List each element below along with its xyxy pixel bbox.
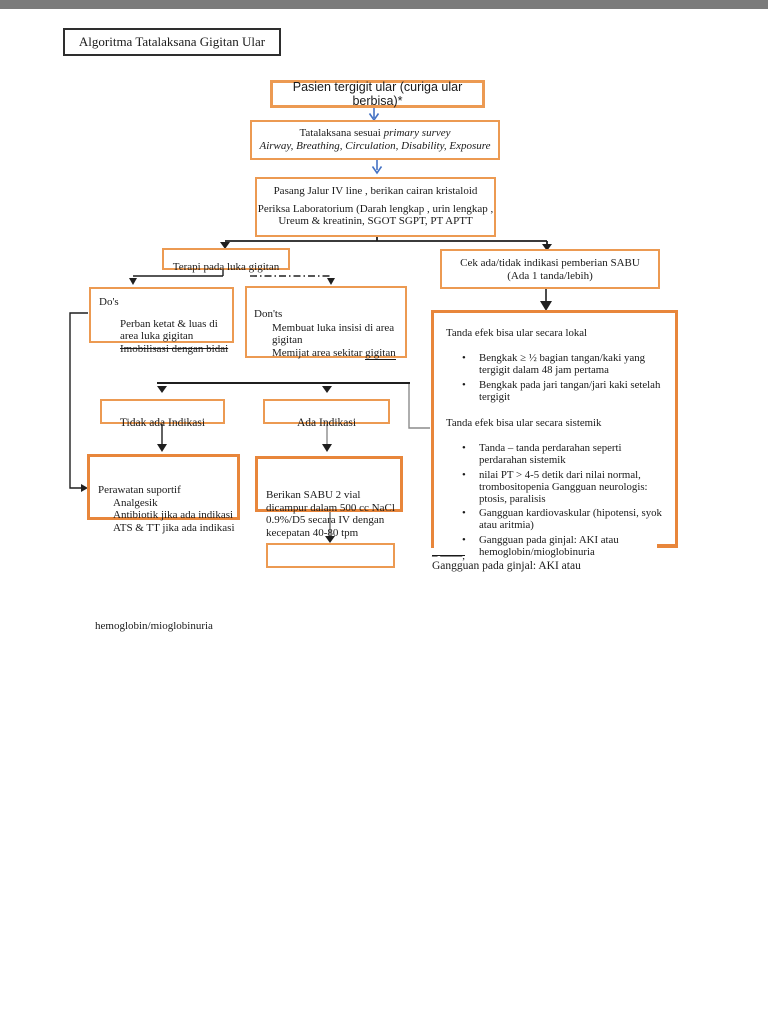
route-criteria-to-splitter (408, 384, 430, 429)
primary-survey-line1-normal: Tatalaksana sesuai (299, 127, 384, 139)
iv-lab-line2: Periksa Laboratorium (Darah lengkap , ur… (257, 202, 494, 215)
donts-heading: Don'ts (254, 308, 283, 320)
primary-survey-line1: Tatalaksana sesuai primary survey (252, 127, 498, 140)
supportive-item-1: Analgesik (113, 496, 158, 509)
node-patient-label: Pasien tergigit ular (curiga ular berbis… (292, 80, 463, 108)
node-iv-lab: Pasang Jalur IV line , berikan cairan kr… (255, 177, 496, 237)
wound-care-label: Terapi pada luka gigitan (172, 261, 280, 273)
arrow-patient-to-survey (368, 107, 380, 122)
supportive-line1: Perawatan suportif (98, 484, 181, 496)
supportive-item-3: ATS & TT jika ada indikasi (113, 521, 235, 534)
primary-survey-line1-italic: primary survey (383, 127, 451, 139)
supportive-item-2: Antibiotik jika ada indikasi (113, 509, 234, 521)
sabu-dose-text: Berikan SABU 2 vial dicampur dalam 500 c… (266, 489, 395, 539)
dos-item-1: Perban ketat & luas di area luka gigitan (120, 317, 218, 343)
indication-label: Ada Indikasi (296, 417, 357, 429)
node-check-sabu: Cek ada/tidak indikasi pemberian SABU (A… (440, 249, 660, 289)
criteria-local-bullet-1: Bengkak ≥ ½ bagian tangan/kaki yang terg… (458, 352, 667, 376)
criteria-local-bullets: Bengkak ≥ ½ bagian tangan/kaki yang terg… (446, 352, 667, 403)
criteria-systemic-bullet-2: nilai PT > 4-5 detik dari nilai normal, … (458, 469, 667, 506)
iv-lab-line3: Ureum & kreatinin, SGOT SGPT, PT APTT (278, 215, 473, 227)
node-primary-survey: Tatalaksana sesuai primary survey Airway… (250, 120, 500, 160)
criteria-systemic-bullet-3: Gangguan kardiovaskular (hipotensi, syok… (458, 507, 667, 531)
iv-lab-line1: Pasang Jalur IV line , berikan cairan kr… (273, 185, 478, 197)
arrowhead-into-supportive-top (157, 444, 167, 452)
donts-item-1: Membuat luka insisi di area gigitan (272, 321, 395, 347)
criteria-systemic-heading: Tanda efek bisa ular secara sistemik (446, 417, 602, 430)
node-empty-followup (266, 543, 395, 568)
node-dos: Do's Perban ketat & luas di area luka gi… (89, 287, 234, 355)
check-sabu-line2: (Ada 1 tanda/lebih) (507, 269, 593, 282)
node-no-indication: Tidak ada Indikasi (100, 399, 225, 429)
primary-survey-line2: Airway, Breathing, Circulation, Disabili… (259, 139, 491, 152)
arrowhead-to-no-indication (157, 386, 167, 393)
arrowhead-to-indication (322, 386, 332, 393)
overflow-line-ginjal: Gangguan pada ginjal: AKI atau (432, 560, 581, 572)
node-supportive: Perawatan suportif Analgesik Antibiotik … (87, 454, 240, 534)
stray-text-hemoglobin: hemoglobin/mioglobinuria (95, 620, 213, 632)
no-indication-label: Tidak ada Indikasi (119, 417, 206, 429)
node-donts: Don'ts Membuat luka insisi di area gigit… (245, 286, 407, 360)
arrowhead-into-sabu (322, 444, 332, 452)
node-criteria: Tanda efek bisa ular secara lokal Bengka… (431, 310, 678, 558)
struck-fragment: – ——, (432, 550, 465, 562)
donts-item-2: Memijat area sekitar gigitan (272, 346, 398, 360)
arrowhead-to-dos (129, 278, 137, 285)
arrowhead-to-donts (327, 278, 335, 285)
node-sabu-dose: Berikan SABU 2 vial dicampur dalam 500 c… (255, 456, 403, 539)
node-patient: Pasien tergigit ular (curiga ular berbis… (270, 80, 485, 108)
donts-item-2-underlined: gigitan (365, 346, 396, 360)
criteria-local-heading: Tanda efek bisa ular secara lokal (446, 327, 588, 339)
page-title: Algoritma Tatalaksana Gigitan Ular (78, 34, 266, 49)
arrow-survey-to-iv (371, 158, 383, 175)
node-wound-care: Terapi pada luka gigitan (162, 248, 290, 273)
dos-heading: Do's (99, 296, 119, 308)
page-top-strip (0, 0, 768, 9)
criteria-systemic-bullets: Tanda – tanda perdarahan seperti perdara… (446, 442, 667, 558)
check-sabu-line1: Cek ada/tidak indikasi pemberian SABU (460, 257, 640, 269)
donts-item-2-normal: Memijat area sekitar (272, 346, 366, 359)
node-indication: Ada Indikasi (263, 399, 390, 429)
dos-item-2-struck: Imobilisasi dengan bidai (120, 342, 229, 355)
criteria-local-bullet-2: Bengkak pada jari tangan/jari kaki setel… (458, 379, 667, 403)
criteria-systemic-bullet-4: Gangguan pada ginjal: AKI atau hemoglobi… (458, 534, 667, 558)
page-title-box: Algoritma Tatalaksana Gigitan Ular (63, 28, 281, 56)
criteria-systemic-bullet-1: Tanda – tanda perdarahan seperti perdara… (458, 442, 667, 466)
route-dos-to-supportive (69, 312, 88, 489)
